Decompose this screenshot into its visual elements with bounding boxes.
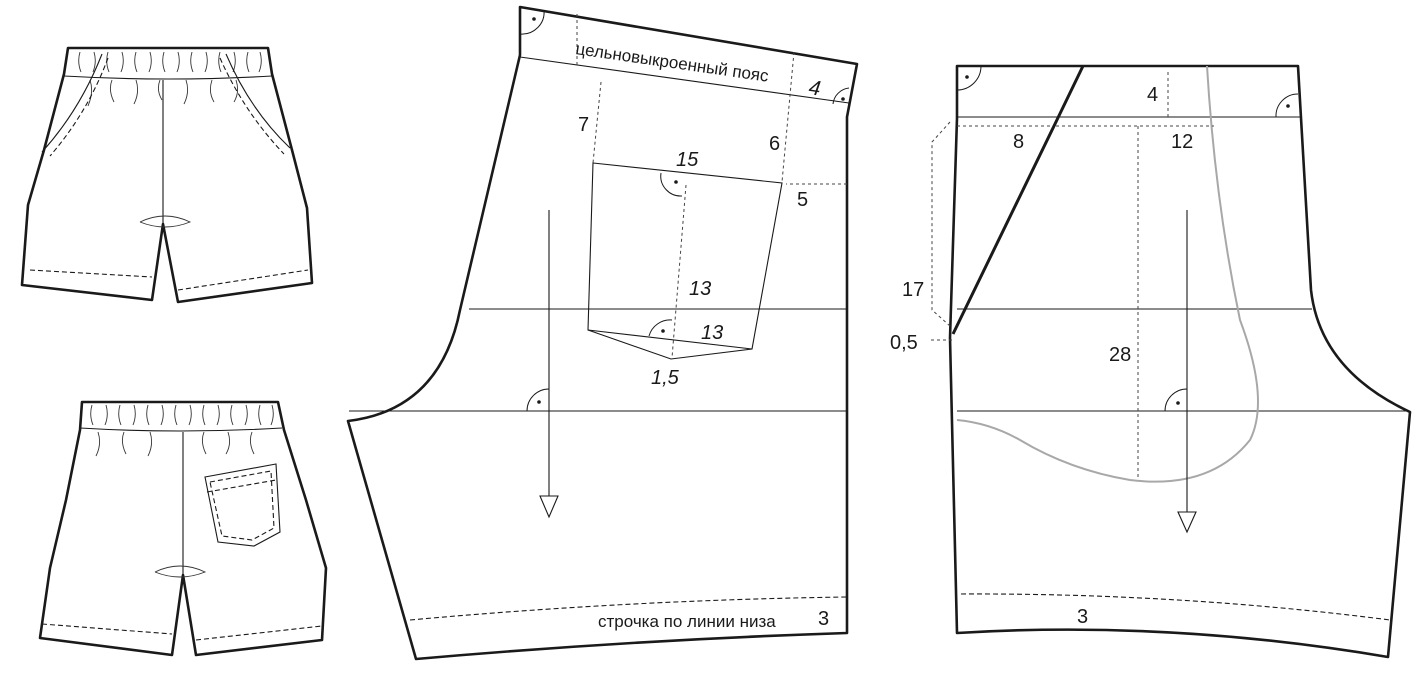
dim-line-17	[931, 121, 951, 327]
front-dim-4-label: 4	[1147, 84, 1158, 106]
front-grain-arrow	[1177, 511, 1197, 534]
front-right-angle-3	[1164, 388, 1188, 412]
back-waistband-gathers	[90, 404, 274, 457]
back-patch-pocket	[204, 463, 281, 547]
front-pocket-facing-line	[959, 125, 1055, 319]
front-view-outline	[20, 46, 314, 304]
back-right-angle-5	[526, 388, 550, 412]
pocket-top-label: 15	[676, 149, 699, 171]
front-piece-outline	[948, 64, 1412, 659]
front-hem-label: 3	[1077, 606, 1088, 628]
front-dim-05-label: 0,5	[890, 332, 918, 354]
front-right-pocket-opening	[225, 53, 291, 149]
back-drawstring-mark	[154, 565, 207, 578]
front-left-hem-stitch	[29, 269, 153, 278]
pocket-height-label: 13	[689, 278, 711, 300]
back-left-hem-stitch	[41, 623, 173, 635]
front-dim-12-label: 12	[1171, 131, 1193, 153]
back-right-angle-3	[660, 172, 683, 197]
back-right-hem-stitch	[195, 625, 323, 641]
back-right-angle-1	[519, 9, 545, 35]
front-pattern-piece	[928, 64, 1412, 659]
front-hem-stitch-line	[960, 593, 1391, 621]
front-right-angle-2	[1275, 93, 1299, 118]
pocket-bottom-label: 13	[701, 322, 723, 344]
pocket-height-dim	[671, 184, 687, 359]
dim-line-7	[592, 81, 602, 164]
back-view-sketch	[38, 400, 328, 657]
front-left-pocket-opening	[41, 53, 103, 153]
back-dim-5-label: 5	[797, 189, 808, 211]
pocket-point-label: 1,5	[651, 367, 680, 389]
front-right-pocket-stitch	[219, 57, 285, 155]
front-dim-8-label: 8	[1013, 131, 1024, 153]
back-pocket-outline	[587, 162, 783, 360]
back-pocket-bottom-line	[587, 329, 753, 350]
front-dim-28-label: 28	[1109, 344, 1131, 366]
back-pocket-top-stitch	[206, 479, 277, 493]
front-drawstring-mark	[139, 215, 192, 228]
dim-line-6	[781, 51, 795, 183]
back-dim-6-label: 6	[769, 133, 780, 155]
waistband-fold-line	[519, 56, 850, 104]
back-dim-7-label: 7	[578, 114, 589, 136]
front-right-hem-stitch	[177, 269, 309, 291]
back-grain-arrow	[539, 495, 559, 519]
back-waistband-line	[79, 427, 283, 432]
back-patch-pocket-stitch	[209, 470, 275, 541]
back-pattern-piece	[346, 5, 859, 661]
hem-stitch-label: строчка по линии низа	[598, 612, 776, 631]
front-right-angle-1	[956, 65, 982, 91]
front-left-pocket-stitch	[49, 57, 109, 157]
back-hem-stitch-line	[409, 596, 848, 621]
front-dim-17-label: 17	[902, 279, 924, 301]
hem-value: 3	[818, 608, 829, 630]
front-waistband-line	[63, 75, 273, 80]
back-piece-outline	[346, 5, 859, 661]
waistband-value: 4	[807, 76, 822, 100]
back-right-angle-4	[648, 319, 673, 337]
pocket-bag-guide	[956, 65, 1259, 483]
back-right-angle-2	[832, 87, 850, 105]
front-view-sketch	[20, 46, 314, 304]
